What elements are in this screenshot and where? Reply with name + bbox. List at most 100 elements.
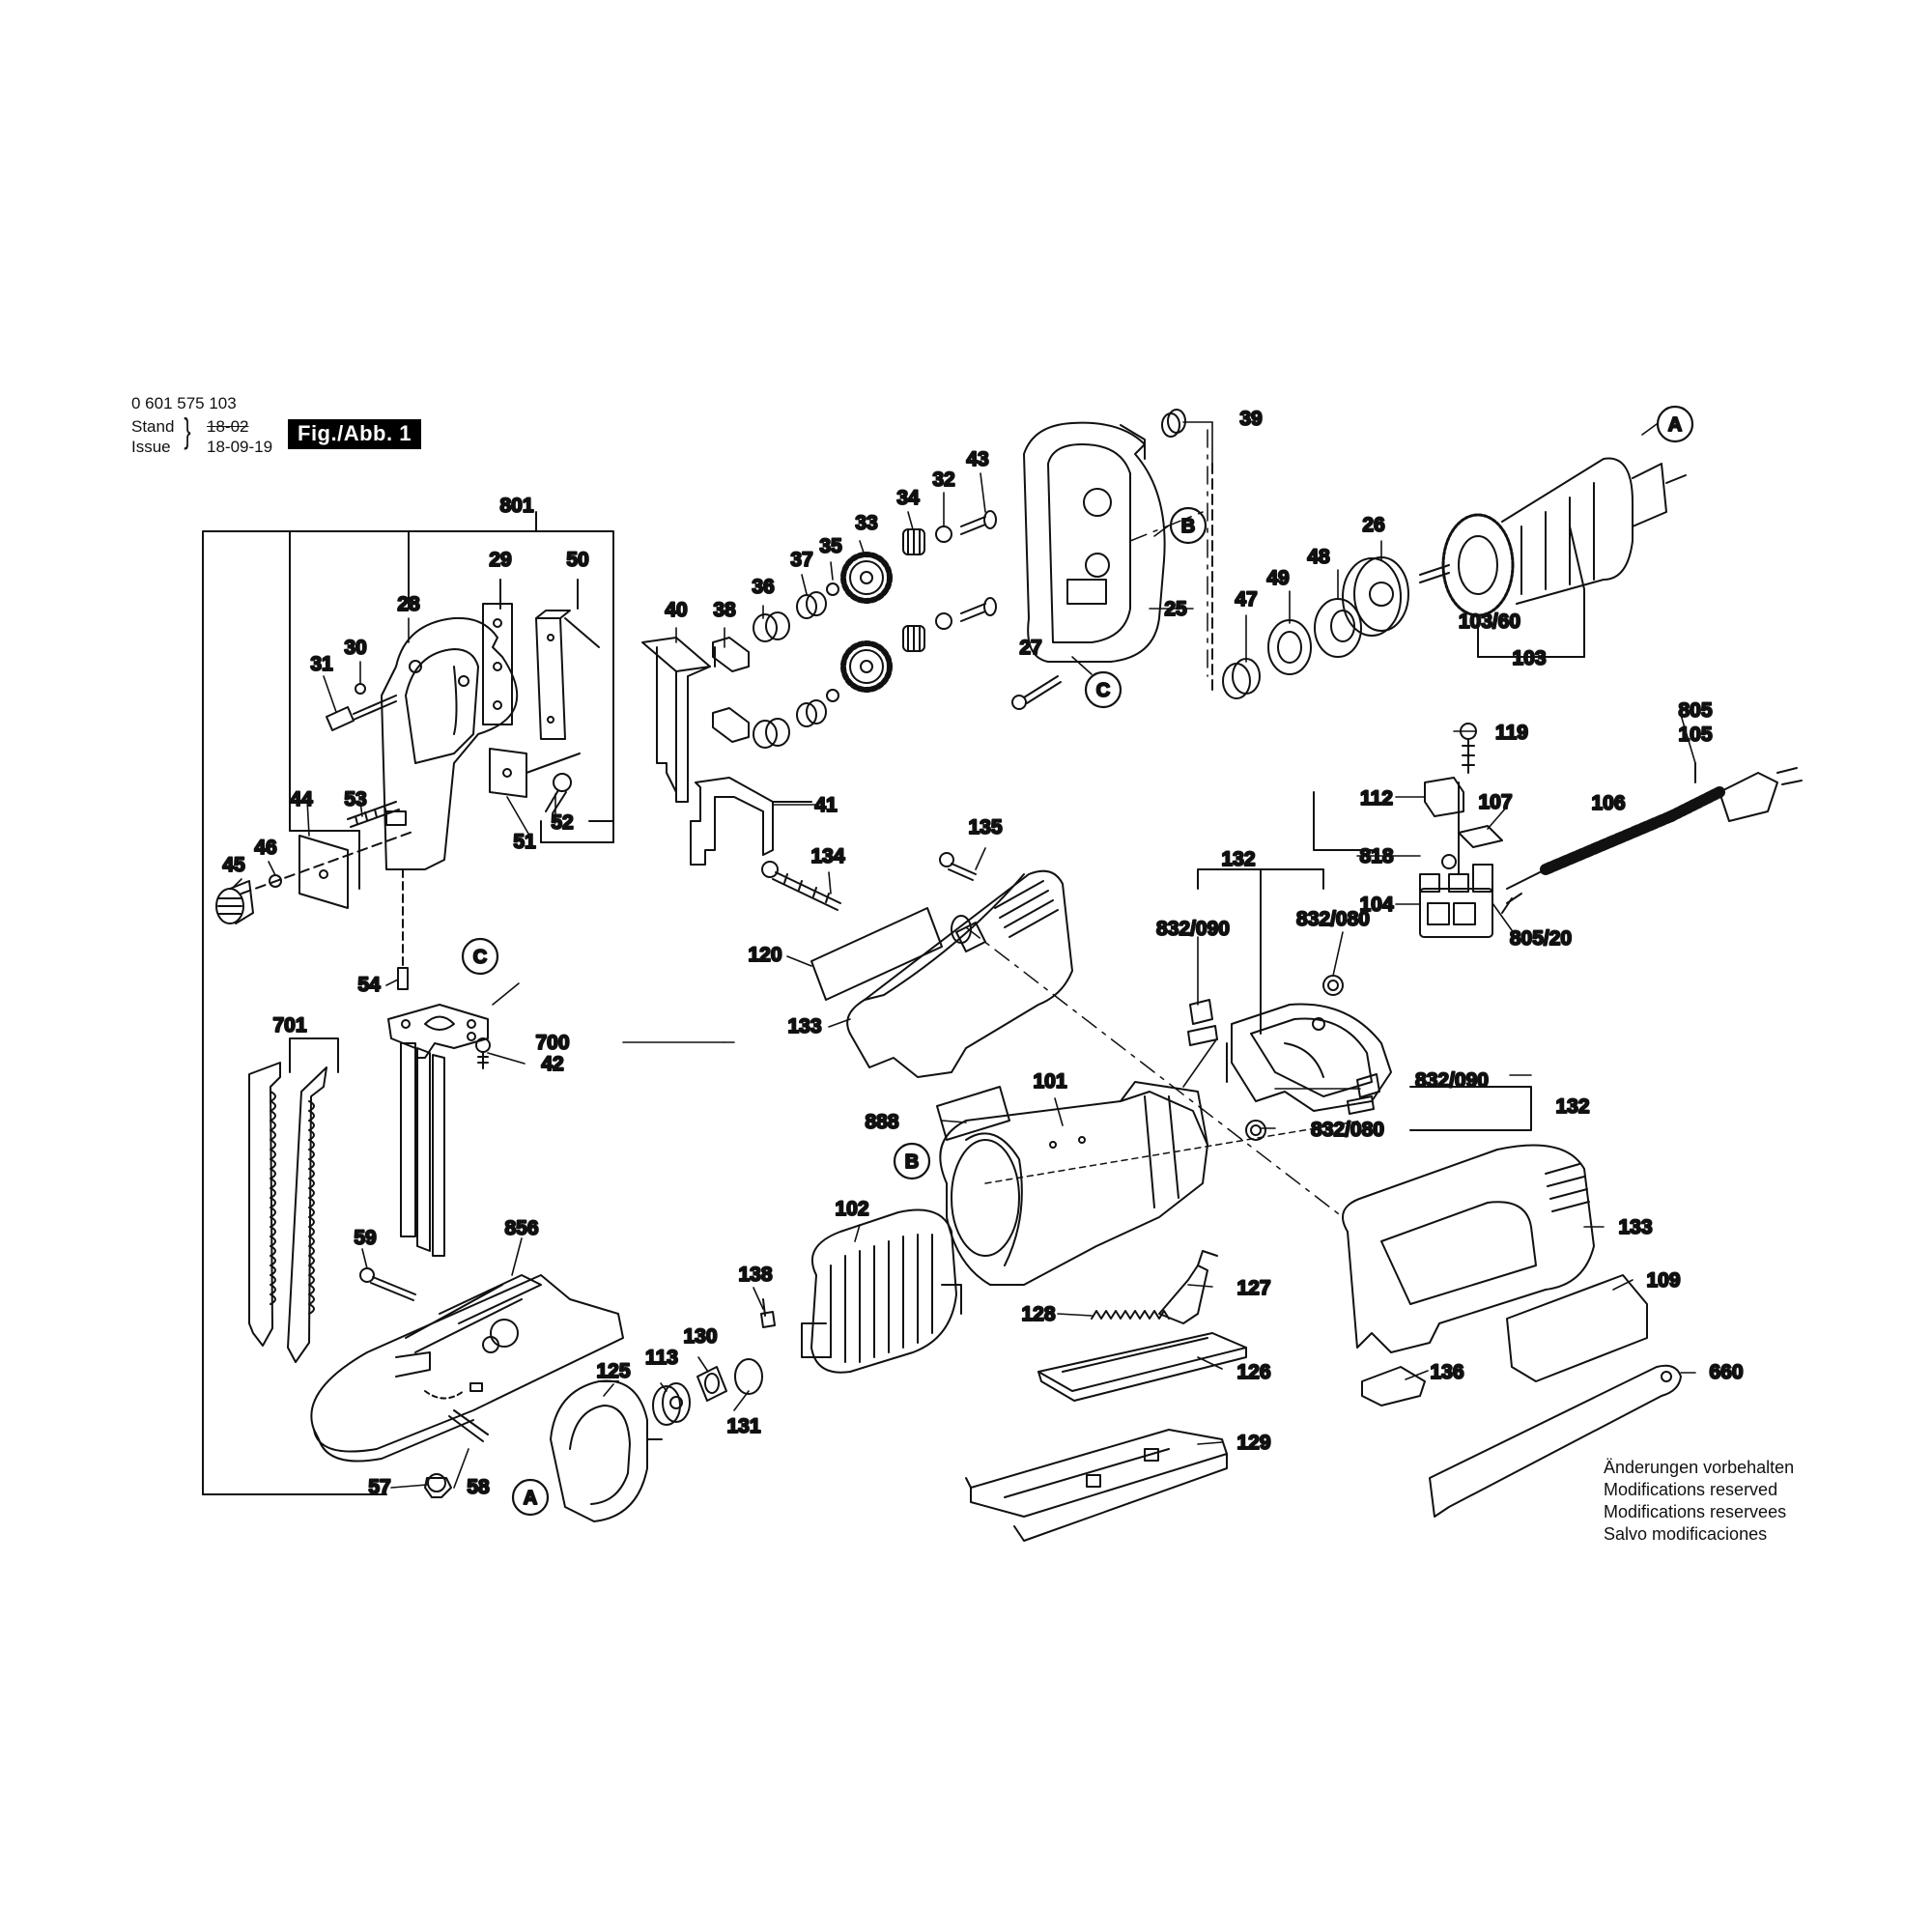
callout-45: 45	[222, 854, 245, 876]
callout-129: 129	[1236, 1432, 1270, 1454]
gear-housing-25	[1023, 421, 1166, 663]
screw-27	[1011, 675, 1062, 710]
callout-labels: 801 29 50 28 30 31 44 53 46 45 52 51 54 …	[221, 407, 1744, 1499]
gear-33	[840, 552, 893, 604]
bushing-36b	[753, 718, 790, 749]
ref-circle-c-top	[1084, 670, 1122, 709]
callout-856: 856	[504, 1217, 538, 1239]
plate-44	[298, 835, 349, 909]
callout-31: 31	[310, 653, 333, 675]
brush-holder-132	[1187, 868, 1392, 1141]
callout-106: 106	[1591, 792, 1625, 814]
assembly-centerlines	[965, 429, 1344, 1218]
washer-30	[355, 683, 366, 695]
switch-104	[1419, 781, 1493, 938]
callout-126: 126	[1236, 1361, 1270, 1383]
callout-113: 113	[645, 1347, 678, 1369]
pinion-37	[796, 591, 827, 619]
callout-103: 103	[1512, 647, 1546, 669]
callout-133-b: 133	[1618, 1216, 1652, 1238]
callout-28: 28	[397, 593, 420, 615]
callout-107: 107	[1478, 791, 1512, 813]
plate-51	[489, 748, 581, 798]
ref-circle-c-left	[461, 937, 499, 976]
nut-57	[424, 1473, 452, 1498]
callout-42: 42	[541, 1053, 563, 1075]
bracket-40	[641, 637, 711, 803]
clip-38b	[712, 707, 750, 743]
issue-date: 18-09-19	[207, 438, 273, 456]
callout-818: 818	[1359, 845, 1393, 867]
ref-letter-c-left: C	[473, 947, 487, 968]
terminal-138	[760, 1298, 776, 1328]
callout-36: 36	[752, 576, 774, 598]
spacer-39	[1161, 409, 1186, 438]
callout-888: 888	[865, 1111, 898, 1133]
washer-32	[935, 526, 952, 543]
callout-700: 700	[535, 1032, 569, 1054]
callout-40: 40	[665, 599, 687, 621]
leader-lines	[231, 421, 1696, 1489]
ref-circle-a-bottom	[511, 1478, 550, 1517]
callout-26: 26	[1362, 514, 1384, 536]
screw-42	[475, 1037, 491, 1069]
bearing-26	[1342, 556, 1409, 637]
callout-50: 50	[566, 549, 588, 571]
ref-circle-a-top	[1656, 405, 1694, 443]
callout-51: 51	[513, 831, 536, 853]
shaft-43b	[960, 597, 997, 622]
screw-53	[347, 801, 400, 828]
callout-832-080-a: 832/080	[1296, 908, 1370, 930]
callout-101: 101	[1033, 1070, 1066, 1093]
callout-127: 127	[1236, 1277, 1270, 1299]
callout-39: 39	[1239, 408, 1262, 430]
bracket-818	[1313, 791, 1373, 851]
callout-832-090-b: 832/090	[1415, 1069, 1489, 1092]
clip-38	[712, 637, 750, 672]
cable-106	[1501, 810, 1677, 914]
wrench-660	[1429, 1364, 1682, 1518]
modification-notes: Änderungen vorbehalten Modifications res…	[1604, 1457, 1794, 1546]
ref-letter-c-top: C	[1096, 680, 1110, 701]
pinion-37b	[796, 699, 827, 727]
label-120	[810, 907, 943, 1001]
screw-59	[359, 1267, 416, 1301]
callout-59: 59	[354, 1227, 376, 1249]
callout-136: 136	[1430, 1361, 1463, 1383]
callout-119: 119	[1495, 722, 1528, 744]
capacitor-112	[1424, 777, 1464, 817]
note-en: Modifications reserved	[1604, 1480, 1778, 1499]
knob-45	[215, 880, 254, 924]
callout-25: 25	[1164, 598, 1187, 620]
callout-34: 34	[896, 487, 920, 509]
callout-103-60: 103/60	[1459, 611, 1520, 633]
plug-105	[1665, 767, 1803, 822]
callout-53: 53	[344, 788, 366, 810]
bearing-49	[1267, 619, 1312, 675]
callout-29: 29	[489, 549, 511, 571]
screw-135	[939, 852, 977, 881]
callout-133-a: 133	[787, 1015, 821, 1037]
housing-half-133-top	[846, 869, 1073, 1078]
foot-plate-856	[310, 1274, 624, 1463]
issue-label: Issue	[131, 438, 171, 456]
washer-32b	[935, 612, 952, 630]
blade-pair-701	[248, 1037, 339, 1363]
ref-letter-b-mid: B	[905, 1151, 919, 1173]
callout-57: 57	[368, 1476, 390, 1498]
base-rail-129	[965, 1429, 1228, 1542]
plate-29	[482, 603, 513, 725]
callout-104: 104	[1359, 894, 1393, 916]
screw-134	[761, 861, 841, 911]
shaft-43	[960, 510, 997, 535]
slider-plate-126	[1037, 1332, 1247, 1402]
callout-44: 44	[290, 788, 313, 810]
motor-housing-101	[939, 1081, 1208, 1286]
callout-125: 125	[596, 1360, 630, 1382]
callout-46: 46	[254, 837, 276, 859]
slider-127	[1158, 1250, 1218, 1324]
ref-letter-b-top: B	[1181, 516, 1195, 537]
side-plate-28	[381, 616, 519, 870]
reference-letters: A B C C B A	[472, 413, 1683, 1510]
callout-134: 134	[810, 845, 844, 867]
